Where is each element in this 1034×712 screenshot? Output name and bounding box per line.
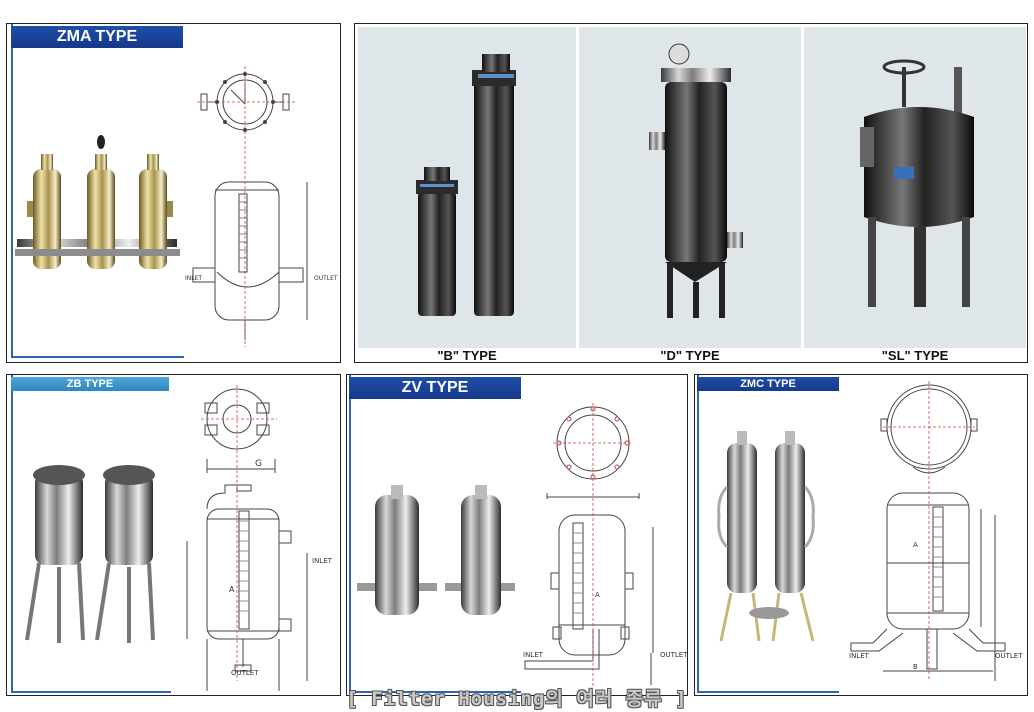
zv-outlet-label: OUTLET xyxy=(660,651,688,659)
zma-type-panel: ZMA TYPE xyxy=(6,23,341,363)
zmc-photo-frame xyxy=(697,375,839,693)
photo-types-panel: "B" TYPE "D" TYPE "SL" TYPE xyxy=(354,23,1028,363)
zma-inlet-label: INLET xyxy=(185,275,203,282)
zmc-technical-drawing xyxy=(850,381,1006,681)
zb-inlet-label: INLET xyxy=(312,557,332,565)
zma-photo-frame xyxy=(11,24,184,358)
zb-g-label: G xyxy=(255,459,262,469)
zma-technical-drawing xyxy=(192,66,308,347)
b-type-caption: "B" TYPE xyxy=(437,348,497,363)
zb-type-panel: ZB TYPE xyxy=(6,374,341,696)
zmc-product-photo xyxy=(717,431,815,642)
zmc-outlet-label: OUTLET xyxy=(995,652,1023,660)
zma-product-photo xyxy=(15,135,180,269)
b-type-product-photo xyxy=(416,54,516,316)
sl-type-caption: "SL" TYPE xyxy=(881,348,949,363)
zmc-b-label: B xyxy=(913,663,918,671)
zb-type-title: ZB TYPE xyxy=(11,377,169,391)
zb-product-photo xyxy=(25,465,155,643)
d-type-product-photo xyxy=(649,43,743,318)
zma-outlet-label: OUTLET xyxy=(314,275,338,282)
zmc-type-title: ZMC TYPE xyxy=(697,377,839,391)
b-type-photo-frame xyxy=(358,27,576,348)
zmc-type-panel: ZMC TYPE xyxy=(694,374,1028,696)
zv-type-panel: ZV TYPE xyxy=(346,374,688,696)
zmc-a-label: A xyxy=(913,541,918,549)
zv-technical-drawing xyxy=(524,403,654,688)
d-type-caption: "D" TYPE xyxy=(660,348,720,363)
zb-technical-drawing xyxy=(186,385,308,691)
zv-type-title: ZV TYPE xyxy=(349,377,521,399)
zb-photo-frame xyxy=(11,375,171,693)
zmc-inlet-label: INLET xyxy=(849,652,869,660)
zb-outlet-label: OUTLET xyxy=(231,669,259,677)
zma-type-title: ZMA TYPE xyxy=(11,26,183,48)
sl-type-product-photo xyxy=(860,59,974,307)
zv-a-label: A xyxy=(595,591,600,599)
sl-type-photo-frame xyxy=(804,27,1026,348)
zv-inlet-label: INLET xyxy=(523,651,543,659)
d-type-photo-frame xyxy=(579,27,801,348)
zv-photo-frame xyxy=(349,375,521,693)
zv-product-photo xyxy=(357,485,515,615)
zb-a-label: A xyxy=(229,585,235,594)
footer-caption: [ Filter Housing의 여러 종류 ] xyxy=(346,688,688,710)
